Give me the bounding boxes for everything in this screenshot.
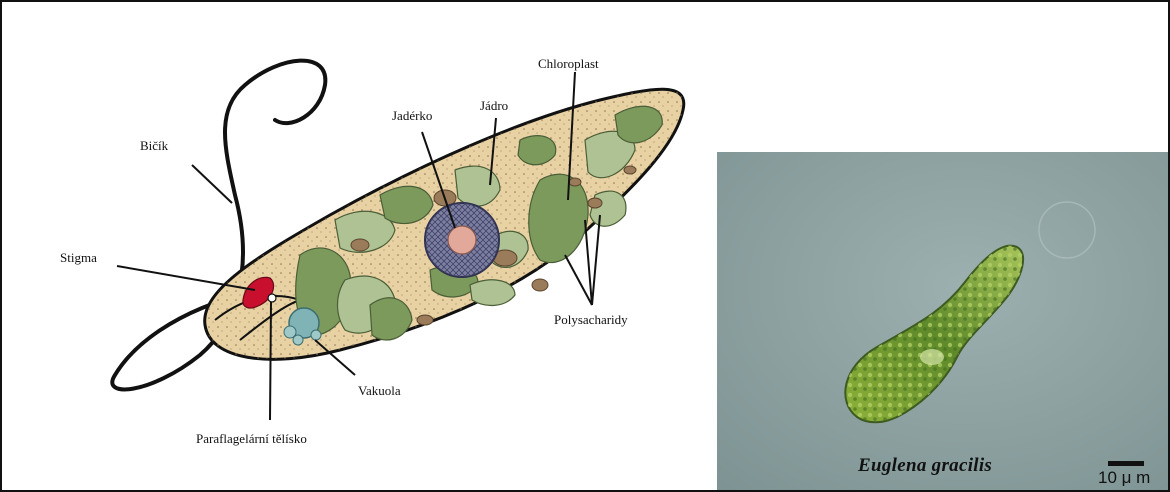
label-jadro: Jádro (480, 98, 508, 113)
label-jaderko: Jadérko (392, 108, 432, 123)
label-paraflagelarni: Paraflagelární tělísko (196, 431, 307, 446)
species-name: Euglena gracilis (858, 455, 992, 477)
label-bicik: Bičík (140, 138, 169, 153)
euglena-diagram: Bičík Chloroplast Jadérko Jádro Stigma P… (0, 0, 715, 492)
paraflagellar-body (268, 294, 276, 302)
label-chloroplast: Chloroplast (538, 56, 599, 71)
label-stigma: Stigma (60, 250, 97, 265)
micrograph-photo (717, 152, 1168, 490)
label-polysacharidy: Polysacharidy (554, 312, 628, 327)
nucleus (425, 203, 499, 277)
label-vakuola: Vakuola (358, 383, 401, 398)
nucleolus (448, 226, 476, 254)
scale-bar (1108, 461, 1144, 466)
scale-label: 10 μ m (1098, 468, 1150, 488)
